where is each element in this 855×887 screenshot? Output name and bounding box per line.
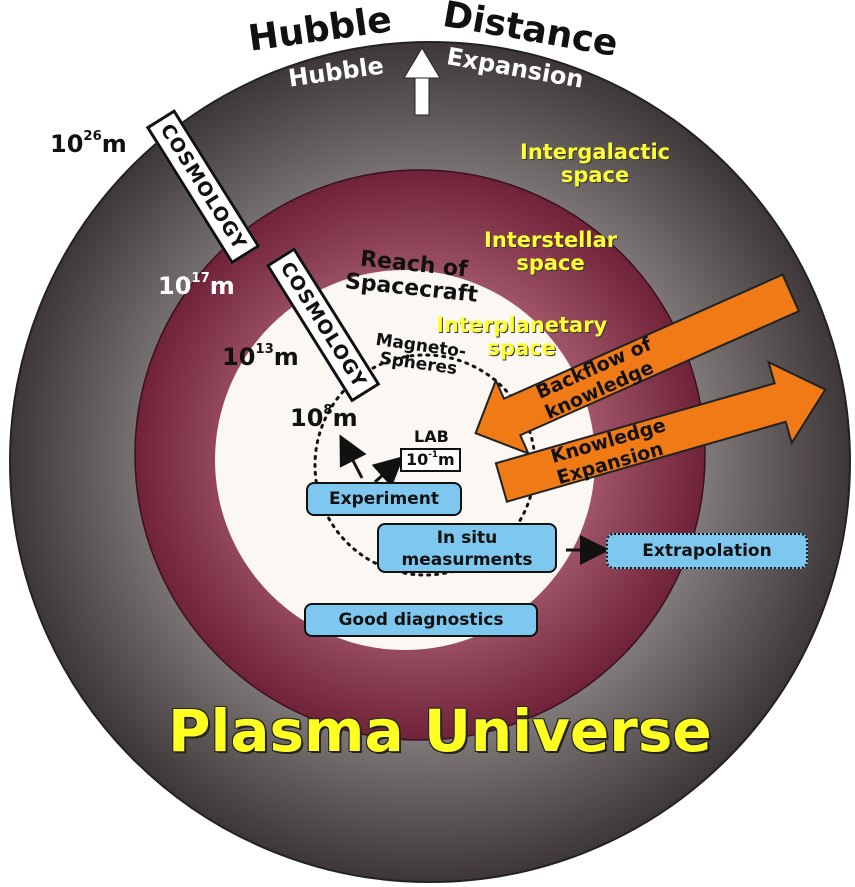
arrow-to-lab bbox=[371, 455, 404, 488]
scale-10-26m: 1026m bbox=[50, 128, 127, 158]
scale-10-13m: 1013m bbox=[222, 341, 299, 371]
scale-10-17m: 1017m bbox=[158, 270, 235, 300]
intergalactic-label: Intergalactic space bbox=[520, 140, 671, 187]
scale-10-8m: 108m bbox=[290, 402, 358, 432]
experiment-box: Experiment bbox=[306, 482, 462, 516]
arrow-to-8m bbox=[339, 434, 367, 479]
lab-scale-box: 10-1m bbox=[400, 448, 461, 472]
lab-label: LAB bbox=[414, 427, 449, 446]
in-situ-box: In situ measurments bbox=[377, 523, 557, 573]
hubble-expansion-arrow bbox=[403, 47, 441, 116]
extrapolation-box: Extrapolation bbox=[606, 533, 808, 569]
plasma-universe-title: Plasma Universe bbox=[168, 697, 712, 765]
good-diagnostics-box: Good diagnostics bbox=[304, 603, 538, 637]
backflow-arrow bbox=[474, 273, 801, 456]
interplanetary-label: Interplanetary space bbox=[436, 313, 608, 360]
interstellar-label: Interstellar space bbox=[484, 228, 618, 275]
knowledge-expansion-arrow bbox=[494, 360, 827, 503]
